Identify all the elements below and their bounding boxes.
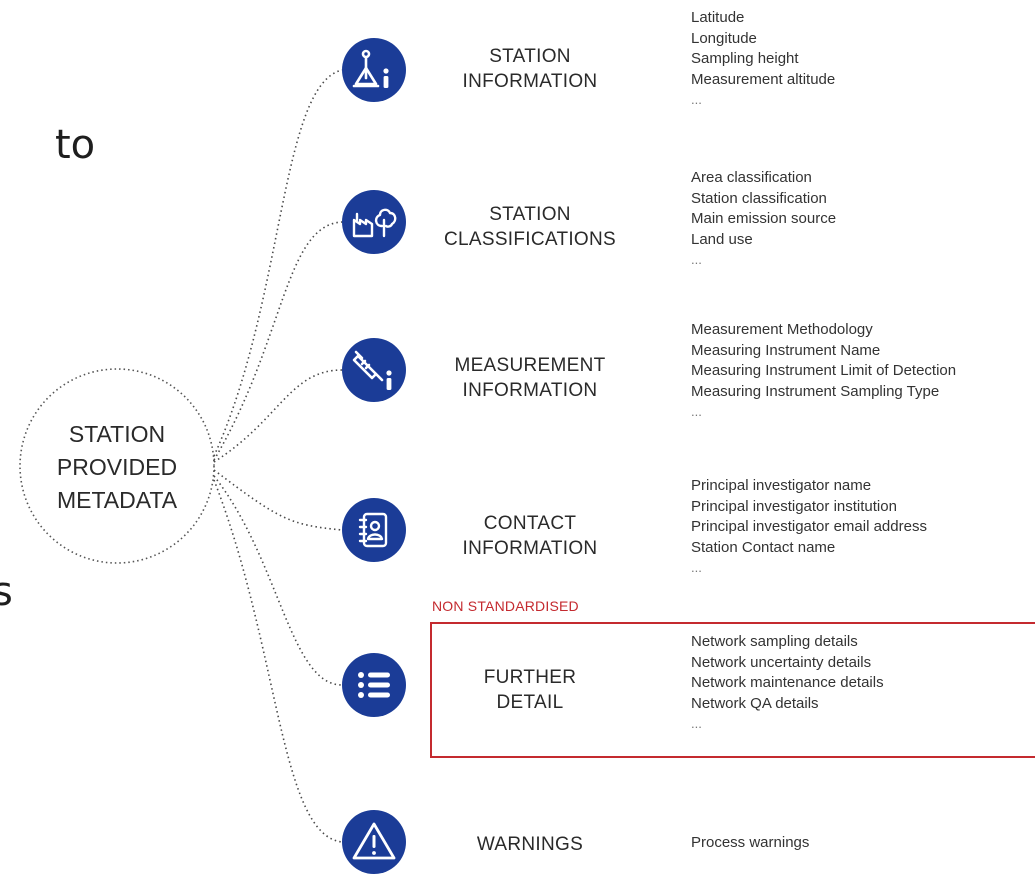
connector-line (213, 479, 343, 843)
center-line: METADATA (56, 486, 178, 513)
category-title: CONTACT INFORMATION (420, 508, 640, 564)
detail-list: Latitude Longitude Sampling height Measu… (691, 8, 835, 111)
detail-list: Measurement Methodology Measuring Instru… (691, 320, 956, 423)
center-node-label: STATION PROVIDED METADATA (22, 372, 212, 562)
center-line: PROVIDED (56, 453, 178, 480)
detail-ellipsis: ... (691, 404, 702, 419)
detail-item: Sampling height (691, 50, 799, 67)
list-icon (342, 653, 406, 717)
category-title: STATION CLASSIFICATIONS (420, 199, 640, 255)
non-standardised-label: NON STANDARDISED (432, 598, 579, 614)
detail-item: Principal investigator email address (691, 518, 927, 535)
slide-text-fragment: to (55, 122, 96, 168)
detail-item: Area classification (691, 169, 812, 186)
contact-book-icon (342, 498, 406, 562)
detail-item: Measuring Instrument Sampling Type (691, 382, 940, 400)
detail-item: Measuring Instrument Name (691, 341, 881, 359)
detail-item: Measurement altitude (691, 70, 836, 88)
title-line: INFORMATION (462, 380, 598, 401)
title-line: STATION (489, 46, 571, 67)
detail-item: Longitude (691, 29, 757, 47)
title-line: INFORMATION (462, 71, 598, 92)
detail-ellipsis: ... (691, 92, 702, 107)
detail-item: Process warnings (691, 834, 810, 851)
connector-line (213, 221, 343, 461)
detail-item: Measuring Instrument Limit of Detection (691, 362, 957, 379)
slide-text-fragment: s (0, 569, 13, 615)
detail-item: Network maintenance details (691, 674, 884, 691)
title-line: STATION (489, 204, 571, 225)
detail-list: Area classification Station classificati… (691, 168, 836, 271)
detail-ellipsis: ... (691, 252, 702, 267)
connector-line (213, 369, 343, 463)
syringe-info-icon (342, 338, 406, 402)
factory-tree-icon (342, 190, 406, 254)
detail-item: Station Contact name (691, 538, 836, 556)
category-title: WARNINGS (420, 830, 640, 858)
title-line: INFORMATION (462, 538, 598, 559)
detail-item: Latitude (691, 9, 745, 26)
warning-icon (342, 810, 406, 874)
center-node-outline (19, 368, 215, 564)
title-line: MEASUREMENT (454, 355, 606, 376)
connector-line (213, 475, 343, 686)
title-line: WARNINGS (476, 833, 584, 855)
detail-item: Network QA details (691, 694, 819, 712)
detail-item: Station classification (691, 189, 827, 207)
title-line: DETAIL (496, 692, 564, 713)
non-standardised-box (430, 622, 1035, 758)
detail-ellipsis: ... (691, 560, 702, 575)
detail-item: Land use (691, 230, 753, 248)
detail-item: Measurement Methodology (691, 321, 873, 338)
detail-list: Process warnings (691, 833, 809, 854)
category-title: FURTHER DETAIL (420, 662, 640, 718)
detail-ellipsis: ... (691, 716, 702, 731)
connector-line (213, 469, 343, 531)
connector-line (213, 69, 343, 457)
antenna-info-icon (342, 38, 406, 102)
detail-list: Principal investigator name Principal in… (691, 476, 927, 579)
detail-item: Principal investigator institution (691, 497, 897, 515)
center-line: STATION (68, 420, 166, 447)
detail-item: Network sampling details (691, 633, 858, 650)
category-title: MEASUREMENT INFORMATION (420, 350, 640, 406)
category-title: STATION INFORMATION (420, 41, 640, 97)
title-line: CONTACT (483, 513, 577, 534)
title-line: FURTHER (483, 667, 577, 688)
detail-item: Main emission source (691, 210, 837, 227)
detail-list: Network sampling details Network uncerta… (691, 632, 884, 735)
detail-item: Network uncertainty details (691, 653, 872, 671)
title-line: CLASSIFICATIONS (443, 229, 616, 250)
detail-item: Principal investigator name (691, 477, 872, 494)
